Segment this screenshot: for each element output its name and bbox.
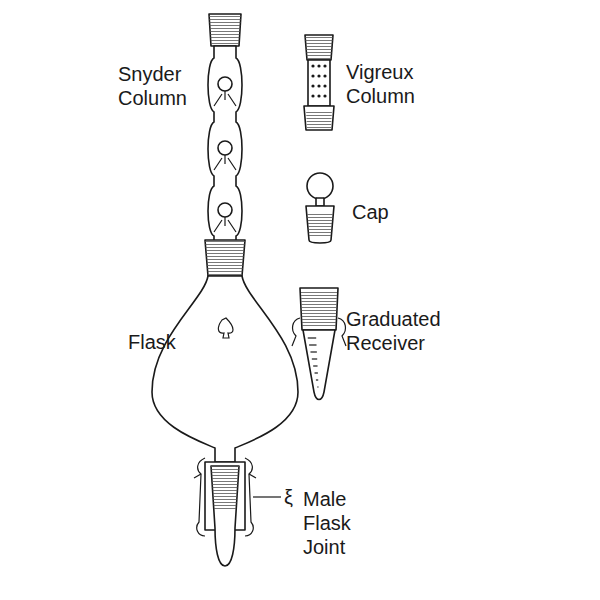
glass-part	[197, 458, 205, 536]
glass-part	[214, 77, 236, 232]
glass-part	[313, 365, 317, 366]
glass-part	[311, 64, 314, 67]
glass-part	[310, 351, 316, 352]
part-label: Flask	[128, 330, 198, 354]
glass-part	[307, 173, 333, 199]
glass-part	[245, 458, 253, 536]
glass-part	[309, 344, 316, 345]
glass-part	[301, 292, 337, 326]
glass-part	[211, 466, 239, 510]
glass-part	[305, 35, 333, 60]
glass-part	[323, 94, 326, 97]
kd-flask	[152, 240, 298, 566]
glass-part	[194, 474, 256, 478]
glass-part	[292, 318, 300, 346]
glass-part	[208, 46, 242, 242]
glass-part	[218, 141, 232, 155]
glass-part	[311, 94, 314, 97]
leader-line	[253, 496, 281, 497]
snyder-column	[208, 14, 242, 242]
glass-part	[316, 379, 318, 380]
glass-part	[323, 64, 326, 67]
part-label: Snyder Column	[118, 62, 210, 110]
glass-part	[306, 110, 332, 128]
taper-symbol: ξ	[284, 485, 304, 509]
glass-part	[152, 276, 298, 462]
glass-part	[224, 155, 225, 164]
glass-part	[308, 338, 319, 387]
glass-part	[312, 358, 317, 359]
glass-part	[218, 77, 232, 91]
graduated-receiver	[292, 288, 346, 400]
glass-part	[218, 203, 232, 217]
glass-part	[305, 35, 333, 60]
glass-part	[224, 217, 225, 226]
glass-part	[303, 330, 335, 400]
glass-part	[311, 84, 314, 87]
glass-part	[311, 74, 314, 77]
part-label: Graduated Receiver	[346, 307, 466, 355]
glass-part	[209, 14, 241, 46]
glass-part	[317, 74, 320, 77]
glass-part	[205, 240, 245, 276]
glass-part	[323, 84, 326, 87]
glass-part	[224, 91, 225, 100]
glass-part	[317, 386, 318, 387]
glass-part	[300, 288, 338, 330]
part-label: Cap	[352, 200, 412, 224]
glass-part	[338, 318, 346, 346]
glass-part	[306, 206, 334, 243]
glass-part	[205, 240, 245, 276]
glass-part	[317, 84, 320, 87]
glass-part	[317, 94, 320, 97]
glass-part	[317, 64, 320, 67]
glass-part	[307, 212, 333, 236]
part-label: Male Flask Joint	[303, 487, 381, 559]
stopper-cap	[306, 173, 334, 243]
glass-part	[311, 64, 326, 97]
glass-part	[209, 14, 241, 46]
glass-part	[323, 74, 326, 77]
glass-part	[308, 60, 330, 106]
part-label: Vigreux Column	[346, 60, 438, 108]
vigreux-column	[304, 35, 334, 130]
glass-part	[315, 372, 318, 373]
glass-part	[308, 337, 316, 338]
glass-part	[304, 106, 334, 130]
glass-part	[218, 318, 233, 338]
glass-part	[211, 466, 239, 566]
glass-part	[316, 198, 324, 206]
